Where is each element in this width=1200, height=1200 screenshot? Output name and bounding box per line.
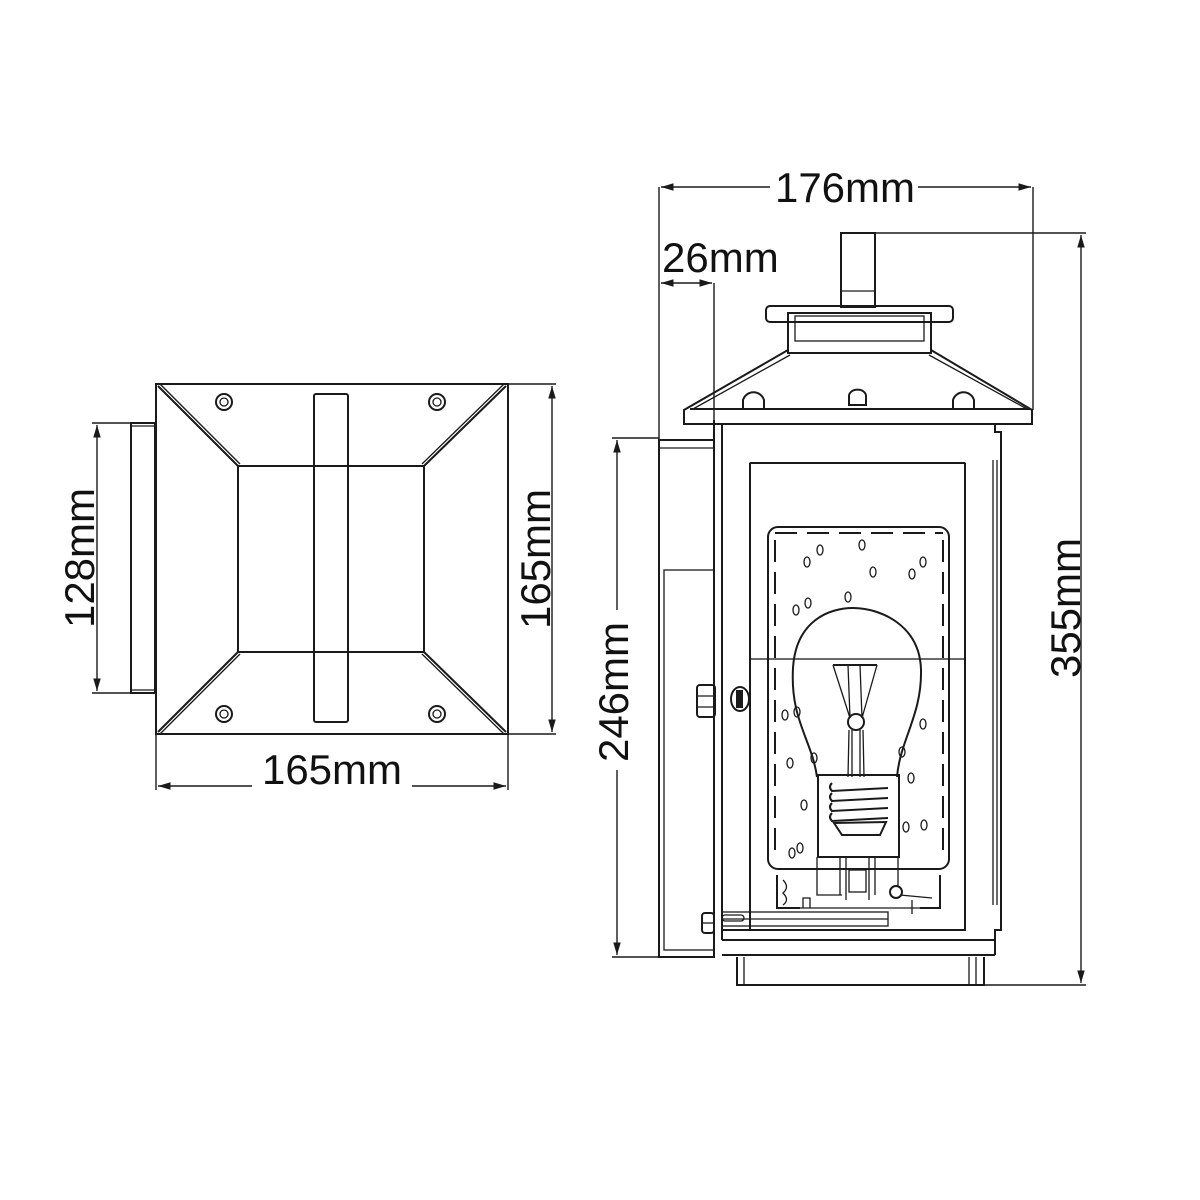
glass-seed-bubbles (781, 539, 928, 859)
side-bolt-icon (696, 684, 750, 718)
dim-label-176: 176mm (775, 164, 915, 211)
dim-label-165-vertical: 165mm (512, 489, 559, 629)
dimension-backplate-height-side: 246mm (590, 437, 659, 958)
dimension-overall-height: 355mm (875, 232, 1089, 986)
lantern-base (722, 940, 996, 986)
lantern-body (721, 424, 1002, 941)
dim-label-355: 355mm (1042, 538, 1089, 678)
backplate-outline (155, 383, 509, 735)
arm-bar (313, 393, 349, 723)
light-bulb-icon (791, 606, 923, 778)
screw-hole-icon (215, 705, 233, 723)
top-finial (840, 232, 876, 308)
dim-label-26: 26mm (662, 234, 779, 281)
mounting-box (130, 422, 156, 694)
backplate-inner-panel (237, 465, 425, 653)
dimension-backplate-width: 165mm (155, 734, 509, 793)
dimension-wall-offset: 26mm (661, 234, 779, 420)
dimension-mount-depth: 128mm (56, 422, 131, 694)
base-clips (776, 875, 941, 909)
front-view-backplate: 128mm 165mm 165mm (56, 383, 559, 793)
dim-label-246: 246mm (590, 622, 637, 762)
bevel-lines (157, 383, 507, 735)
dim-label-128: 128mm (56, 488, 103, 628)
side-view-lantern: 176mm 26mm 355mm 246mm (590, 164, 1089, 986)
screw-hole-icon (428, 393, 446, 411)
bulb-socket (816, 774, 933, 914)
lower-bolt-icon (701, 912, 715, 934)
screw-hole-icon (215, 393, 233, 411)
roof (683, 349, 1033, 425)
dimension-overall-projection: 176mm (658, 164, 1034, 440)
roof-cap (765, 305, 954, 354)
dim-label-165-horizontal: 165mm (262, 746, 402, 793)
dimension-backplate-height: 165mm (508, 383, 559, 735)
screw-hole-icon (428, 705, 446, 723)
side-backplate (658, 420, 715, 958)
glass-panel-seeded (767, 526, 950, 870)
bottom-rail (721, 911, 889, 927)
